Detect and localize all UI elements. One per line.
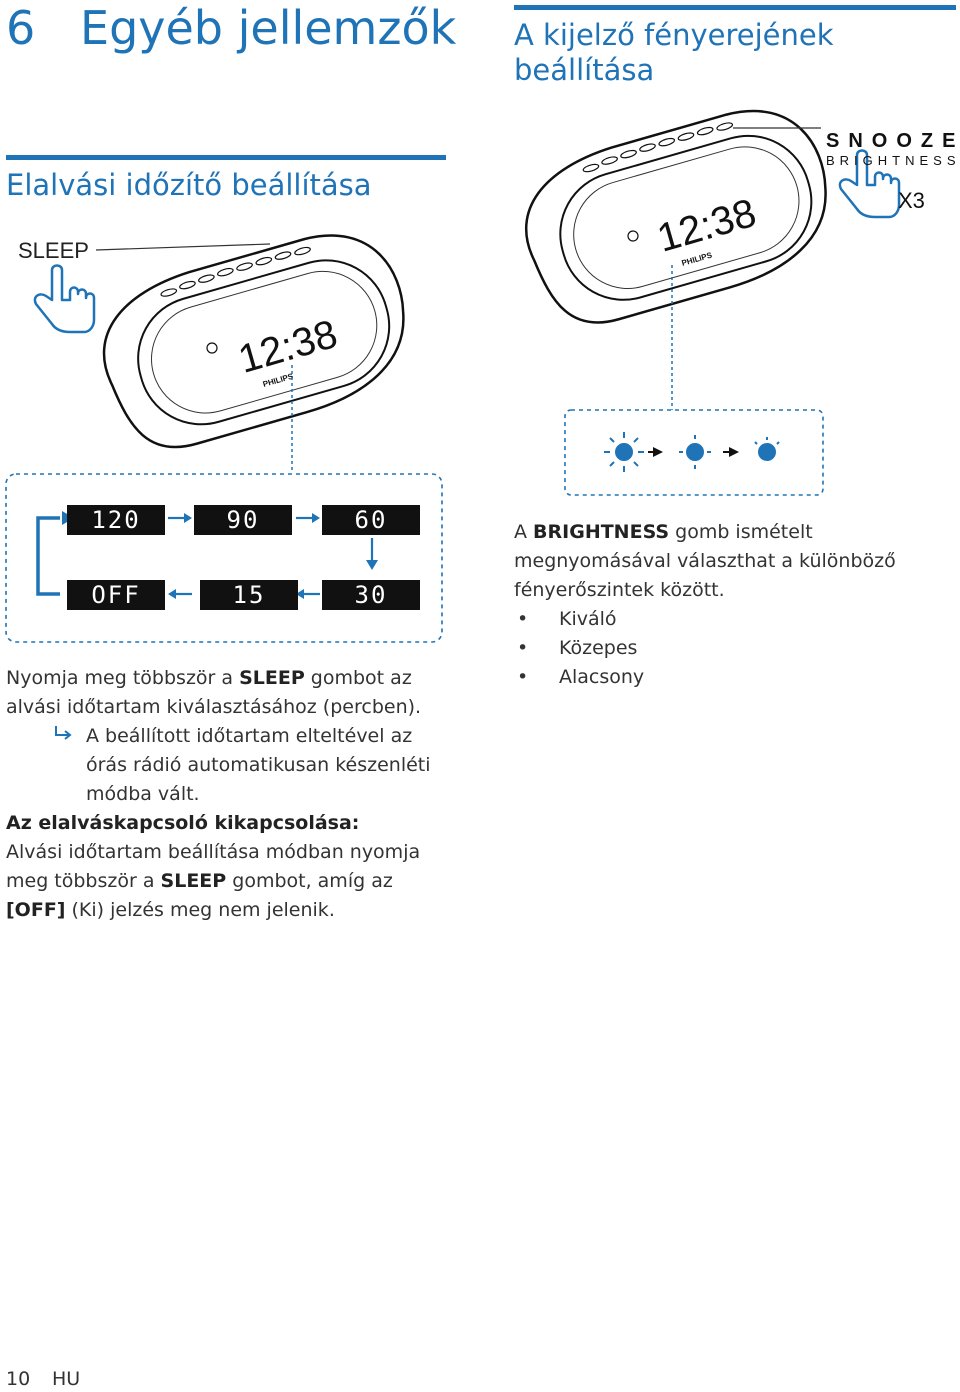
sleep-off-subheading: Az elalváskapcsoló kikapcsolása:: [6, 812, 360, 834]
brightness-heading: A kijelző fényerejének beállítása: [514, 18, 954, 88]
pressing-hand-icon: [838, 149, 901, 219]
list-item: Alacsony: [514, 663, 958, 692]
brightness-low-icon: [754, 437, 780, 461]
list-item: Közepes: [514, 634, 958, 663]
sleep-value-off: OFF: [67, 580, 165, 610]
chapter-title: Egyéb jellemzők: [80, 1, 457, 55]
sleep-result-note: A beállított időtartam elteltével az órá…: [6, 722, 446, 809]
result-arrow-icon: [55, 726, 72, 740]
left-section-rule: [6, 155, 446, 160]
page-number: 10: [6, 1368, 31, 1390]
brightness-medium-icon: [679, 435, 711, 469]
brightness-high-icon: [604, 432, 644, 472]
sleep-clock-illustration: 12:38 PHILIPS: [33, 234, 405, 470]
brightness-paragraph: A BRIGHTNESS gomb ismételt megnyomásával…: [514, 521, 896, 601]
sleep-value-30: 30: [322, 580, 420, 610]
brightness-button-label: BRIGHTNESS: [826, 153, 960, 168]
sleep-value-120: 120: [67, 505, 165, 535]
sleep-timer-heading: Elalvási időzítő beállítása: [6, 168, 372, 202]
pressing-hand-icon: [33, 264, 96, 334]
alarm-icon: [206, 342, 218, 354]
sleep-off-paragraph: Alvási időtartam beállítása módban nyomj…: [6, 841, 421, 921]
sleep-button-label: SLEEP: [18, 238, 89, 263]
snooze-button-label: SNOOZE: [826, 130, 960, 152]
alarm-icon: [627, 230, 639, 242]
chapter-number: 6: [6, 1, 36, 55]
language-code: HU: [52, 1368, 81, 1390]
brightness-level-list: Kiváló Közepes Alacsony: [514, 605, 958, 692]
press-count: X3: [898, 188, 925, 213]
brightness-heading-line2: beállítása: [514, 53, 655, 87]
sleep-value-60: 60: [322, 505, 420, 535]
list-item: Kiváló: [514, 605, 958, 634]
sleep-value-15: 15: [200, 580, 298, 610]
right-section-rule: [514, 5, 956, 10]
brightness-instructions: A BRIGHTNESS gomb ismételt megnyomásával…: [514, 518, 958, 692]
brightness-clock-illustration: 12:38 PHILIPS: [524, 109, 901, 496]
sleep-value-90: 90: [194, 505, 292, 535]
brightness-heading-line1: A kijelző fényerejének: [514, 18, 834, 52]
sleep-instructions: Nyomja meg többször a SLEEP gombot az al…: [6, 664, 446, 925]
sleep-step-paragraph: Nyomja meg többször a SLEEP gombot az al…: [6, 667, 422, 718]
sleep-sequence-diagram: [5, 473, 443, 643]
